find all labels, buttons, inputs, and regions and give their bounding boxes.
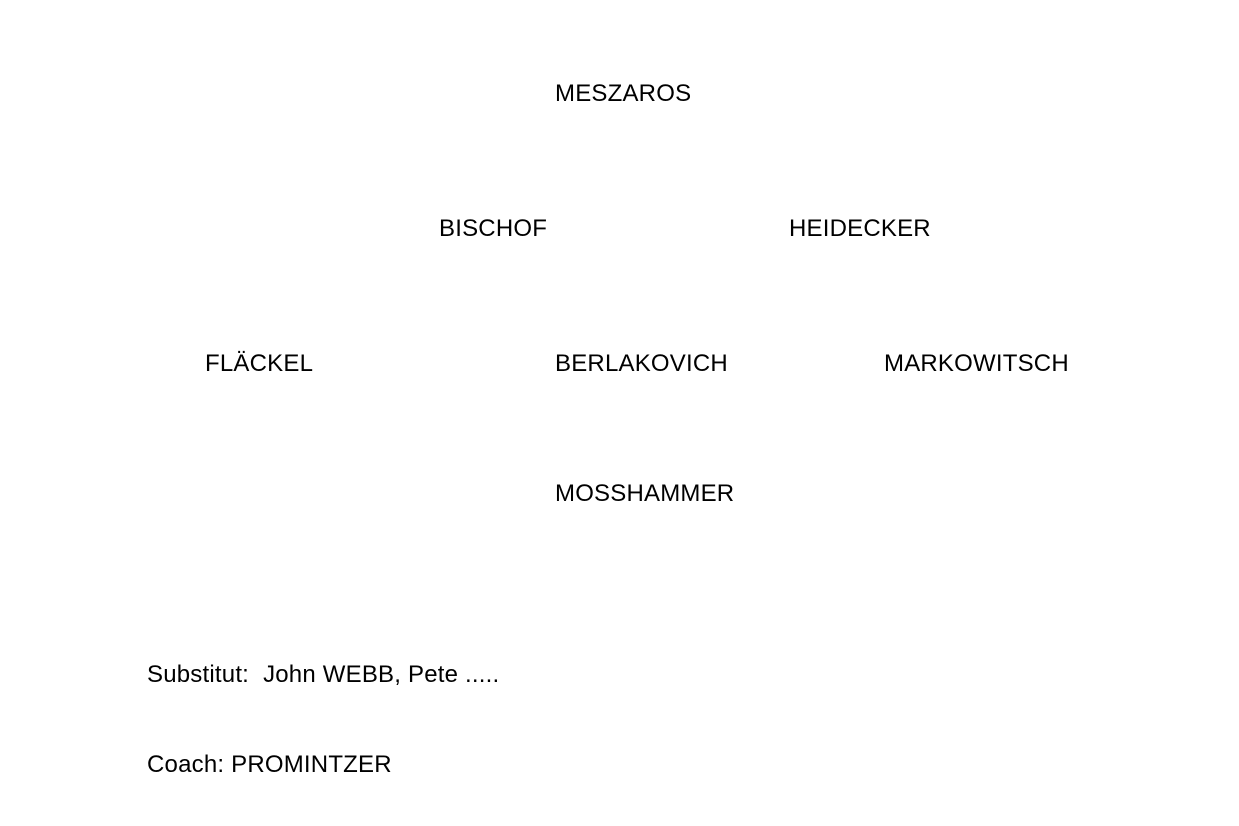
player-name-defender-right: HEIDECKER	[789, 215, 931, 242]
player-name-midfield-center: BERLAKOVICH	[555, 350, 728, 377]
substitutes-label: Substitut:	[147, 661, 250, 688]
player-name-goalkeeper: MESZAROS	[555, 80, 692, 107]
player-name-midfield-left: FLÄCKEL	[205, 350, 314, 377]
player-name-forward: MOSSHAMMER	[555, 480, 735, 507]
coach-label: Coach:	[147, 751, 225, 778]
substitutes-names: John WEBB, Pete .....	[263, 661, 500, 688]
coach-line: Coach: PROMINTZER	[147, 751, 392, 779]
player-name-defender-left: BISCHOF	[439, 215, 548, 242]
player-name-midfield-right: MARKOWITSCH	[884, 350, 1069, 377]
substitutes-line: Substitut: John WEBB, Pete .....	[147, 661, 499, 689]
coach-name: PROMINTZER	[231, 751, 392, 778]
